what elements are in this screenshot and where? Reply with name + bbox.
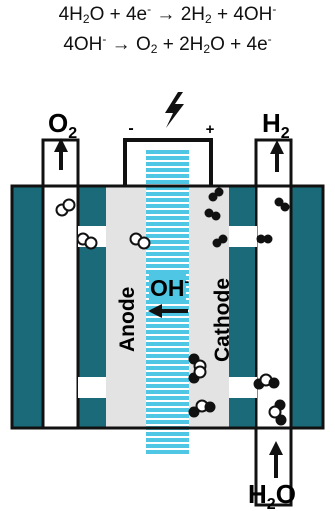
- o2-molecule-icon: [55, 198, 76, 217]
- cathode-channel: [254, 138, 293, 507]
- cathode-label: Cathode: [211, 278, 234, 362]
- o2-outlet-label: O2: [48, 108, 77, 142]
- anode-label: Anode: [116, 287, 139, 352]
- h2o-molecule-icon: [253, 373, 280, 390]
- h2-molecule-icon: [208, 187, 224, 202]
- h2o-molecule-icon: [188, 365, 207, 384]
- lightning-bolt-icon: [165, 92, 184, 128]
- external-circuit-wire: [123, 138, 213, 186]
- cathode-slot-bottom: [227, 377, 257, 398]
- ion-exchange-membrane: [146, 150, 189, 454]
- anode-channel: [41, 138, 80, 430]
- cathode-electrode: [189, 186, 229, 428]
- negative-terminal-label: -: [128, 120, 133, 137]
- hydroxide-ion-label: OH-: [150, 273, 190, 301]
- positive-terminal-label: +: [206, 121, 215, 138]
- anode-slot-bottom: [78, 377, 108, 398]
- cathode-reaction-equation: 4H2O + 4e- → 2H2 + 4OH-: [58, 2, 277, 26]
- o2-molecule-icon: [129, 232, 151, 250]
- anode-electrode: [106, 186, 146, 428]
- anode-reaction-equation: 4OH- → O2 + 2H2O + 4e-: [63, 32, 272, 56]
- cathode-slot-top: [227, 226, 257, 247]
- h2-molecule-icon: [212, 234, 228, 248]
- h2-molecule-icon: [256, 234, 273, 244]
- h2o-molecule-icon: [268, 399, 287, 426]
- water-inlet-label: H2O: [248, 479, 296, 511]
- h2o-molecule-icon: [188, 399, 216, 418]
- o2-molecule-icon: [76, 232, 98, 250]
- h2-outlet-label: H2: [262, 108, 290, 142]
- h2-molecule-icon: [204, 208, 221, 221]
- h2-molecule-icon: [274, 197, 290, 212]
